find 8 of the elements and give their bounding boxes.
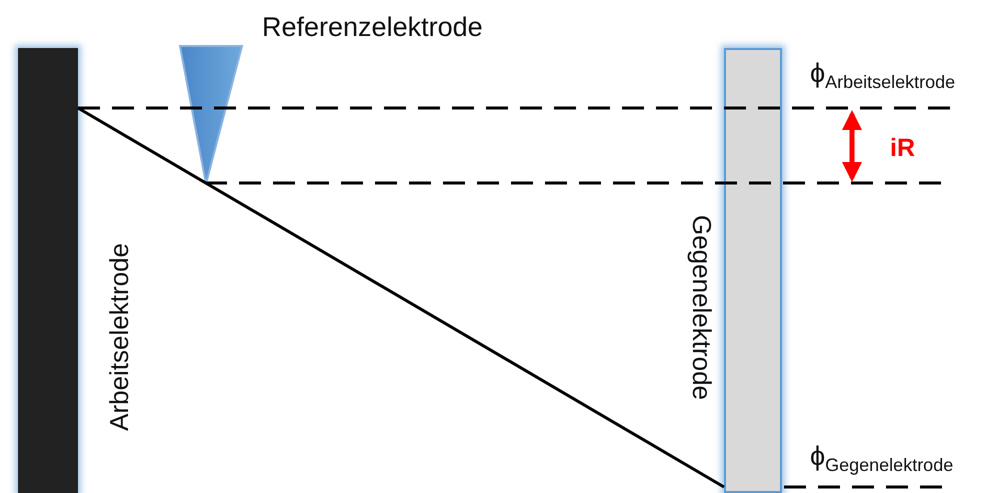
voltage-drop-label: iR bbox=[890, 134, 915, 163]
potential-level-line bbox=[78, 106, 950, 110]
potential-label: ϕ$_{Arbeitselektrode}$ bbox=[810, 58, 956, 93]
potential-label: ϕ$_{Gegenelektrode}$ bbox=[810, 441, 954, 476]
electrode-label: Referenzelektrode bbox=[262, 12, 483, 43]
electrode-label: Gegenelektrode bbox=[686, 215, 717, 400]
electrode-label: Arbeitselektrode bbox=[104, 243, 135, 431]
potential-drop-line bbox=[77, 106, 725, 488]
